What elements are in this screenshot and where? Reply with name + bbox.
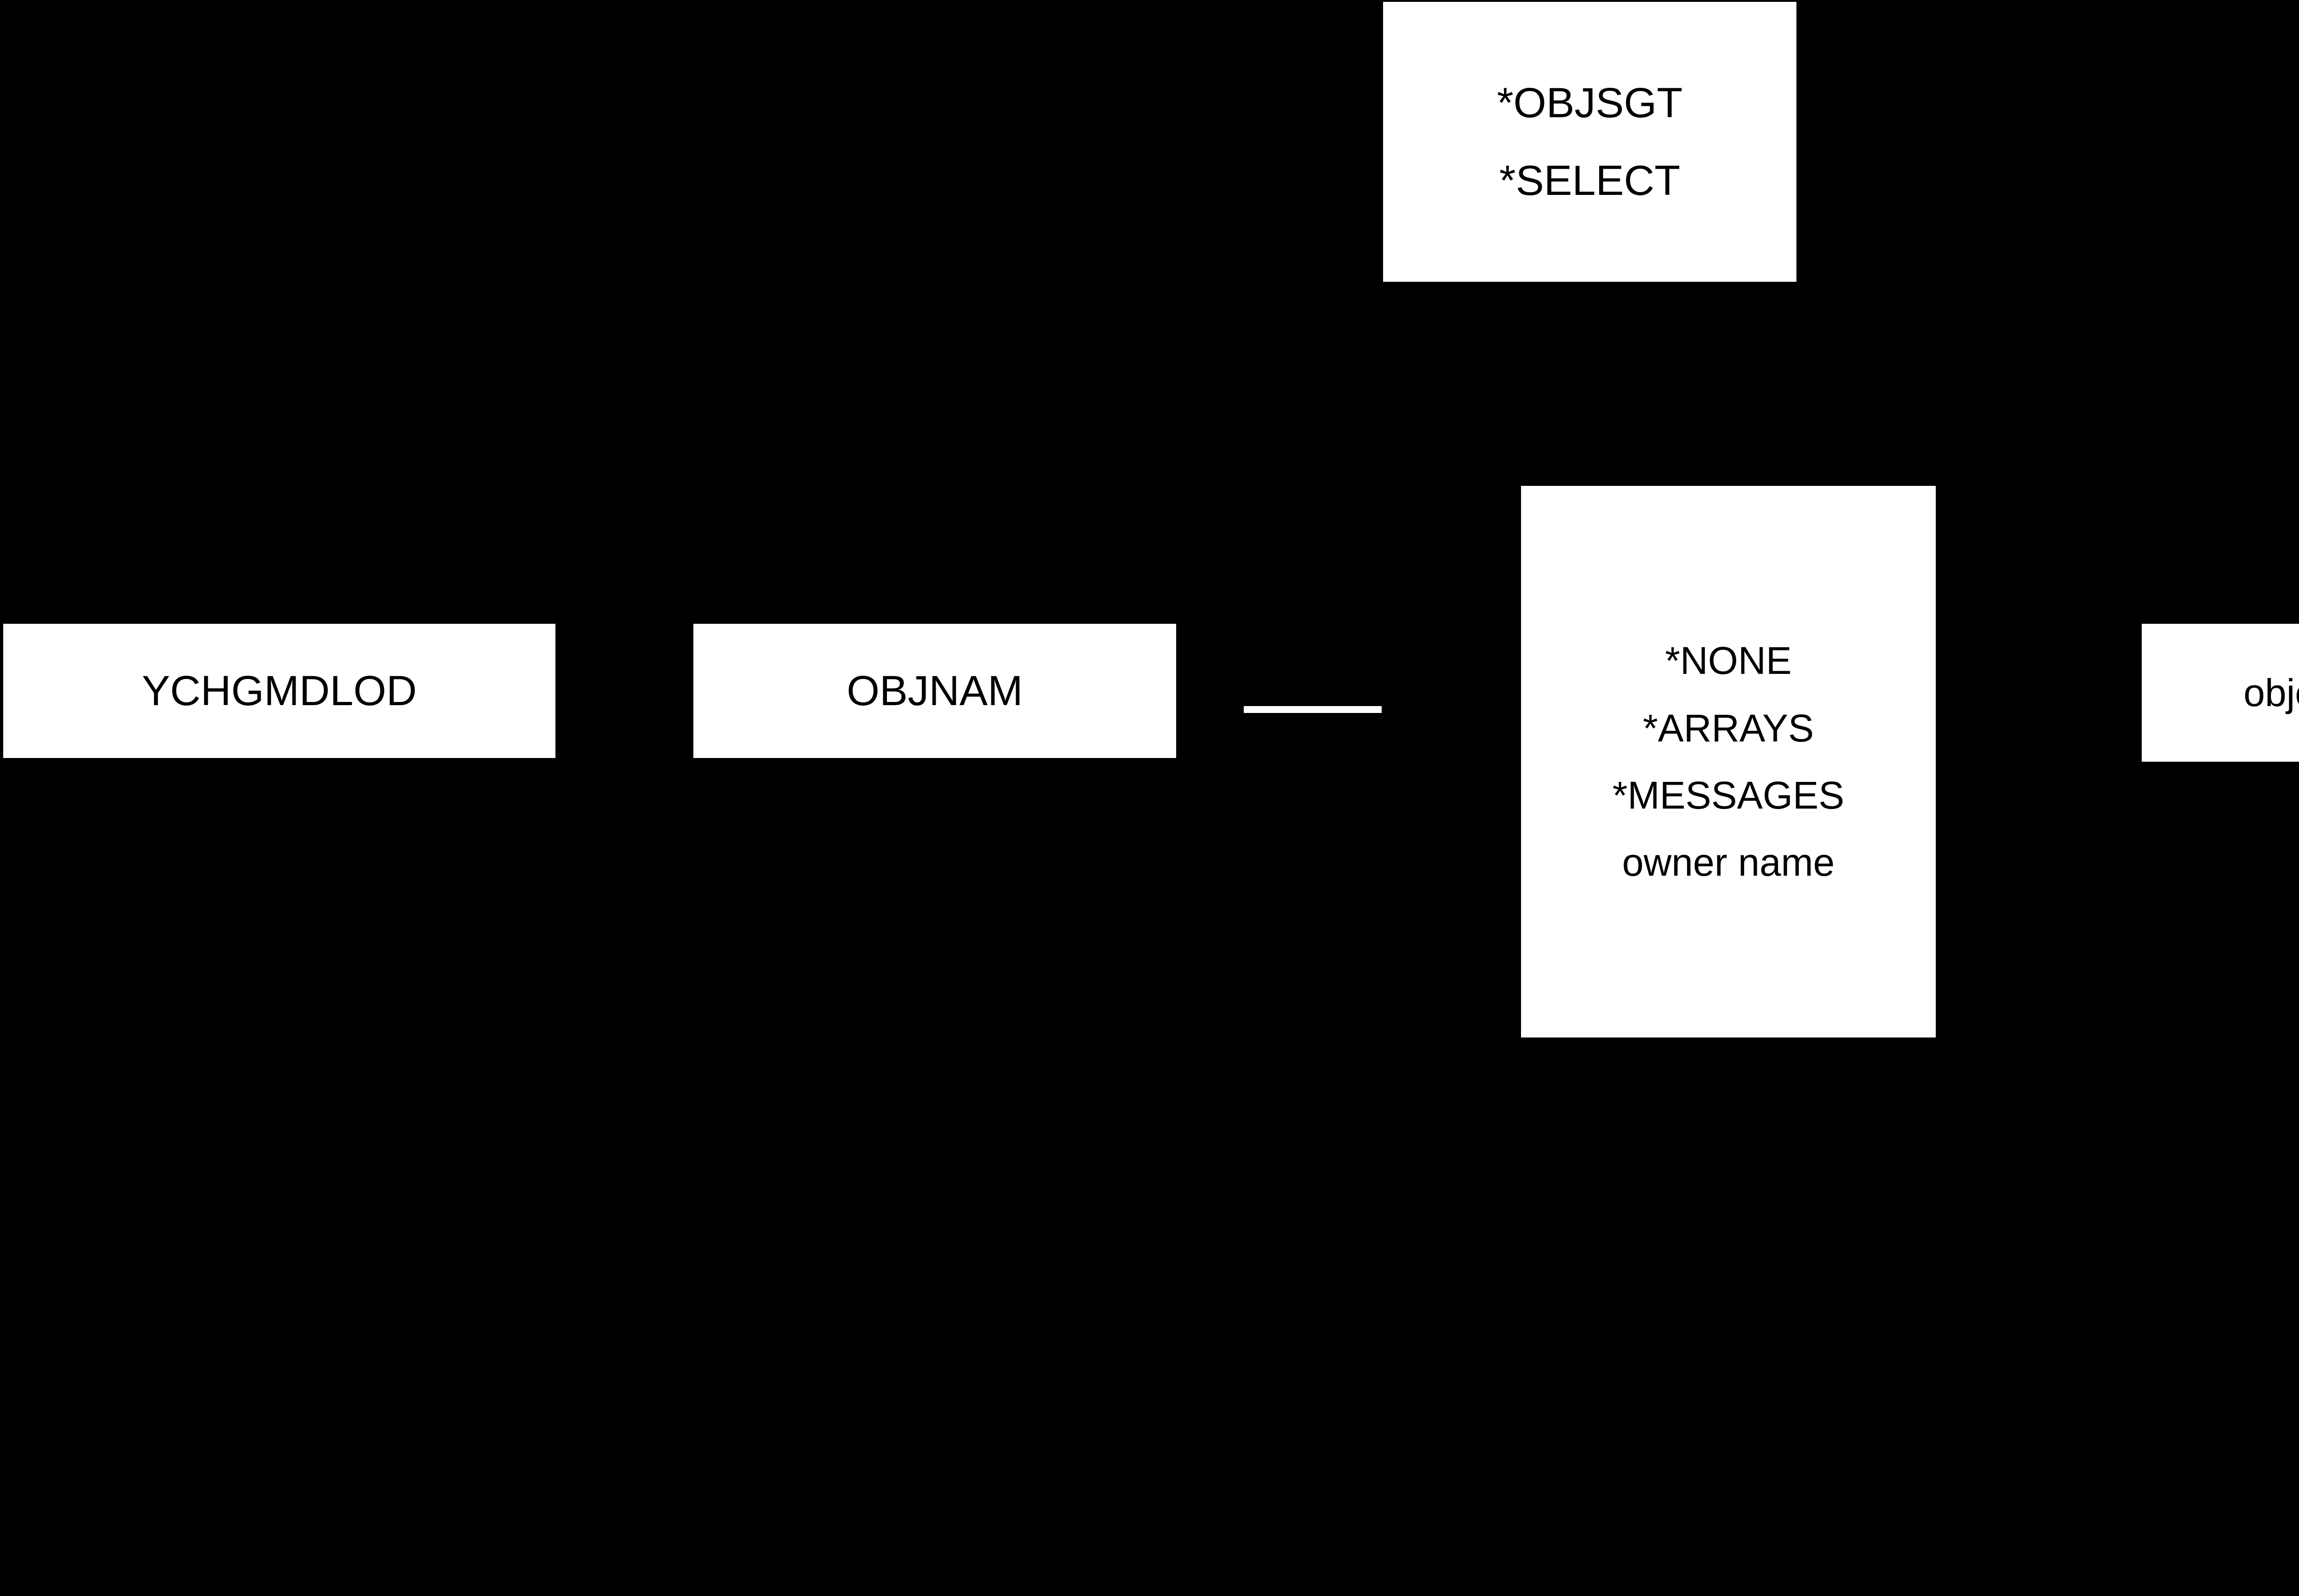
node-command-name[interactable]: YCHGMDLOD xyxy=(3,624,555,758)
node-line-messages: *MESSAGES xyxy=(1612,774,1845,817)
connector-objnam-to-values xyxy=(1244,706,1382,713)
node-label-object-name: object name xyxy=(2243,671,2299,714)
node-object-name-value[interactable]: object name xyxy=(2142,624,2299,762)
node-line-arrays: *ARRAYS xyxy=(1643,706,1814,750)
node-line-none: *NONE xyxy=(1665,639,1792,683)
node-label-parameter: OBJNAM xyxy=(846,667,1023,714)
node-line-select: *SELECT xyxy=(1499,157,1681,204)
node-line-objsgt: *OBJSGT xyxy=(1497,80,1683,127)
node-label-command: YCHGMDLOD xyxy=(142,667,417,714)
node-object-owner-values[interactable]: *NONE *ARRAYS *MESSAGES owner name xyxy=(1521,486,1936,1037)
node-object-sight-options[interactable]: *OBJSGT *SELECT xyxy=(1383,2,1796,282)
node-line-owner-name: owner name xyxy=(1622,841,1835,884)
node-parameter-keyword[interactable]: OBJNAM xyxy=(693,624,1176,758)
